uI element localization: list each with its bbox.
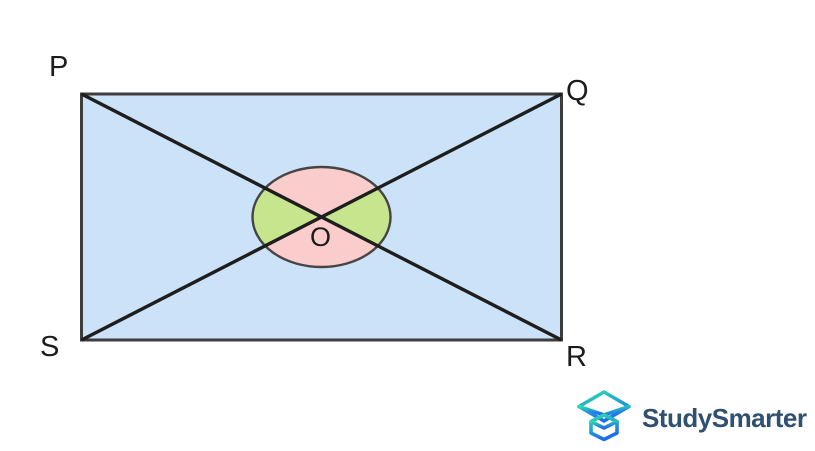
diagonal-sq — [80, 92, 563, 342]
studysmarter-logo: StudySmarter — [577, 390, 807, 442]
studysmarter-box-icon — [577, 390, 631, 442]
vertex-label-q: Q — [566, 75, 589, 107]
angle-disc-outline — [251, 165, 392, 269]
vertex-label-r: R — [566, 341, 587, 373]
vertex-label-p: P — [49, 51, 68, 83]
vertex-label-s: S — [40, 331, 59, 363]
angle-sector-right — [321, 188, 391, 246]
logo-wordmark: StudySmarter — [642, 403, 807, 433]
angle-sector-left — [252, 188, 322, 246]
intersection-label-o: O — [310, 222, 331, 252]
